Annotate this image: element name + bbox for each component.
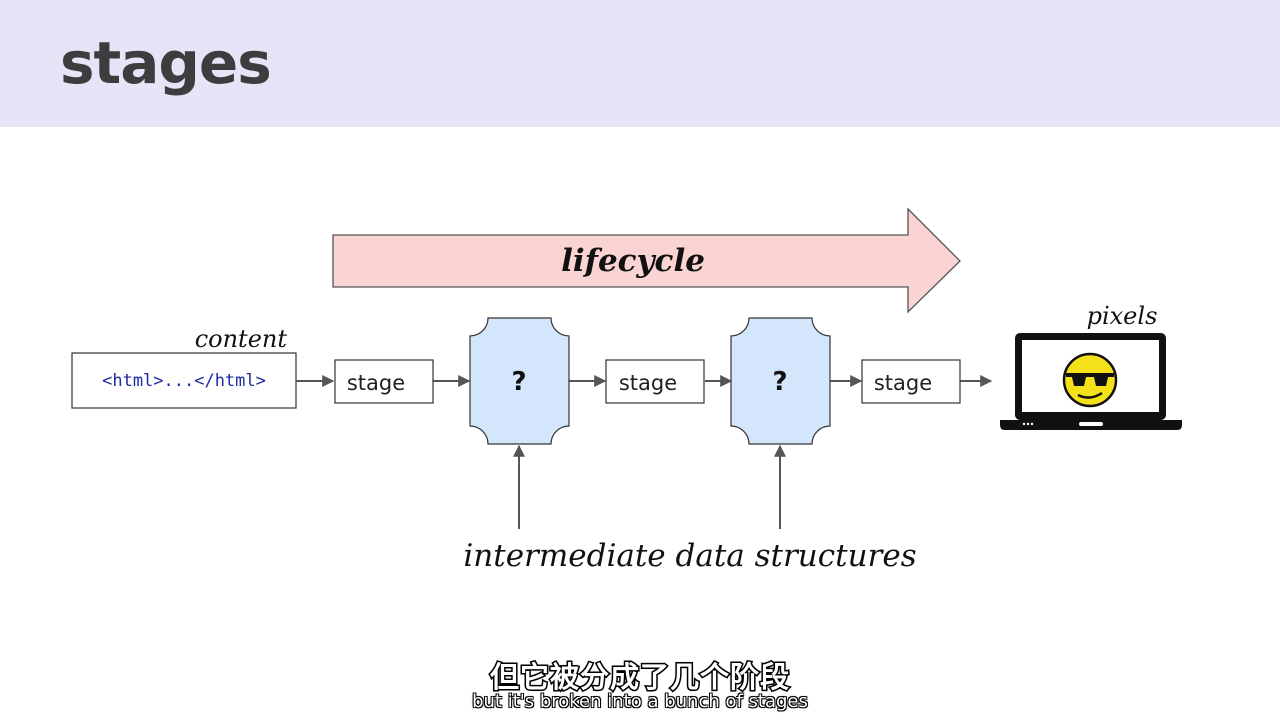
header-band bbox=[0, 0, 1280, 127]
sunglasses-smiley-icon bbox=[1062, 352, 1118, 408]
data-structure-shape bbox=[730, 317, 831, 445]
stage-box bbox=[861, 359, 961, 404]
stage-box bbox=[334, 359, 434, 404]
content-label: content bbox=[195, 325, 288, 353]
pixels-label: pixels bbox=[1087, 302, 1158, 330]
stage-label: stage bbox=[874, 371, 932, 395]
stage-box bbox=[605, 359, 705, 404]
slide-title: stages bbox=[60, 29, 272, 97]
data-structure-shape bbox=[469, 317, 570, 445]
data-structure-label: ? bbox=[772, 367, 787, 397]
intermediate-label: intermediate data structures bbox=[463, 538, 916, 574]
lifecycle-arrow bbox=[332, 207, 961, 314]
stage-label: stage bbox=[347, 371, 405, 395]
subtitle-english: but it's broken into a bunch of stages bbox=[472, 691, 808, 712]
stage-label: stage bbox=[619, 371, 677, 395]
data-structure-label: ? bbox=[511, 367, 526, 397]
html-code: <html>...</html> bbox=[102, 371, 266, 391]
lifecycle-label: lifecycle bbox=[561, 243, 705, 279]
html-content-box bbox=[71, 352, 297, 409]
subtitle-chinese: 但它被分成了几个阶段 bbox=[488, 659, 790, 696]
